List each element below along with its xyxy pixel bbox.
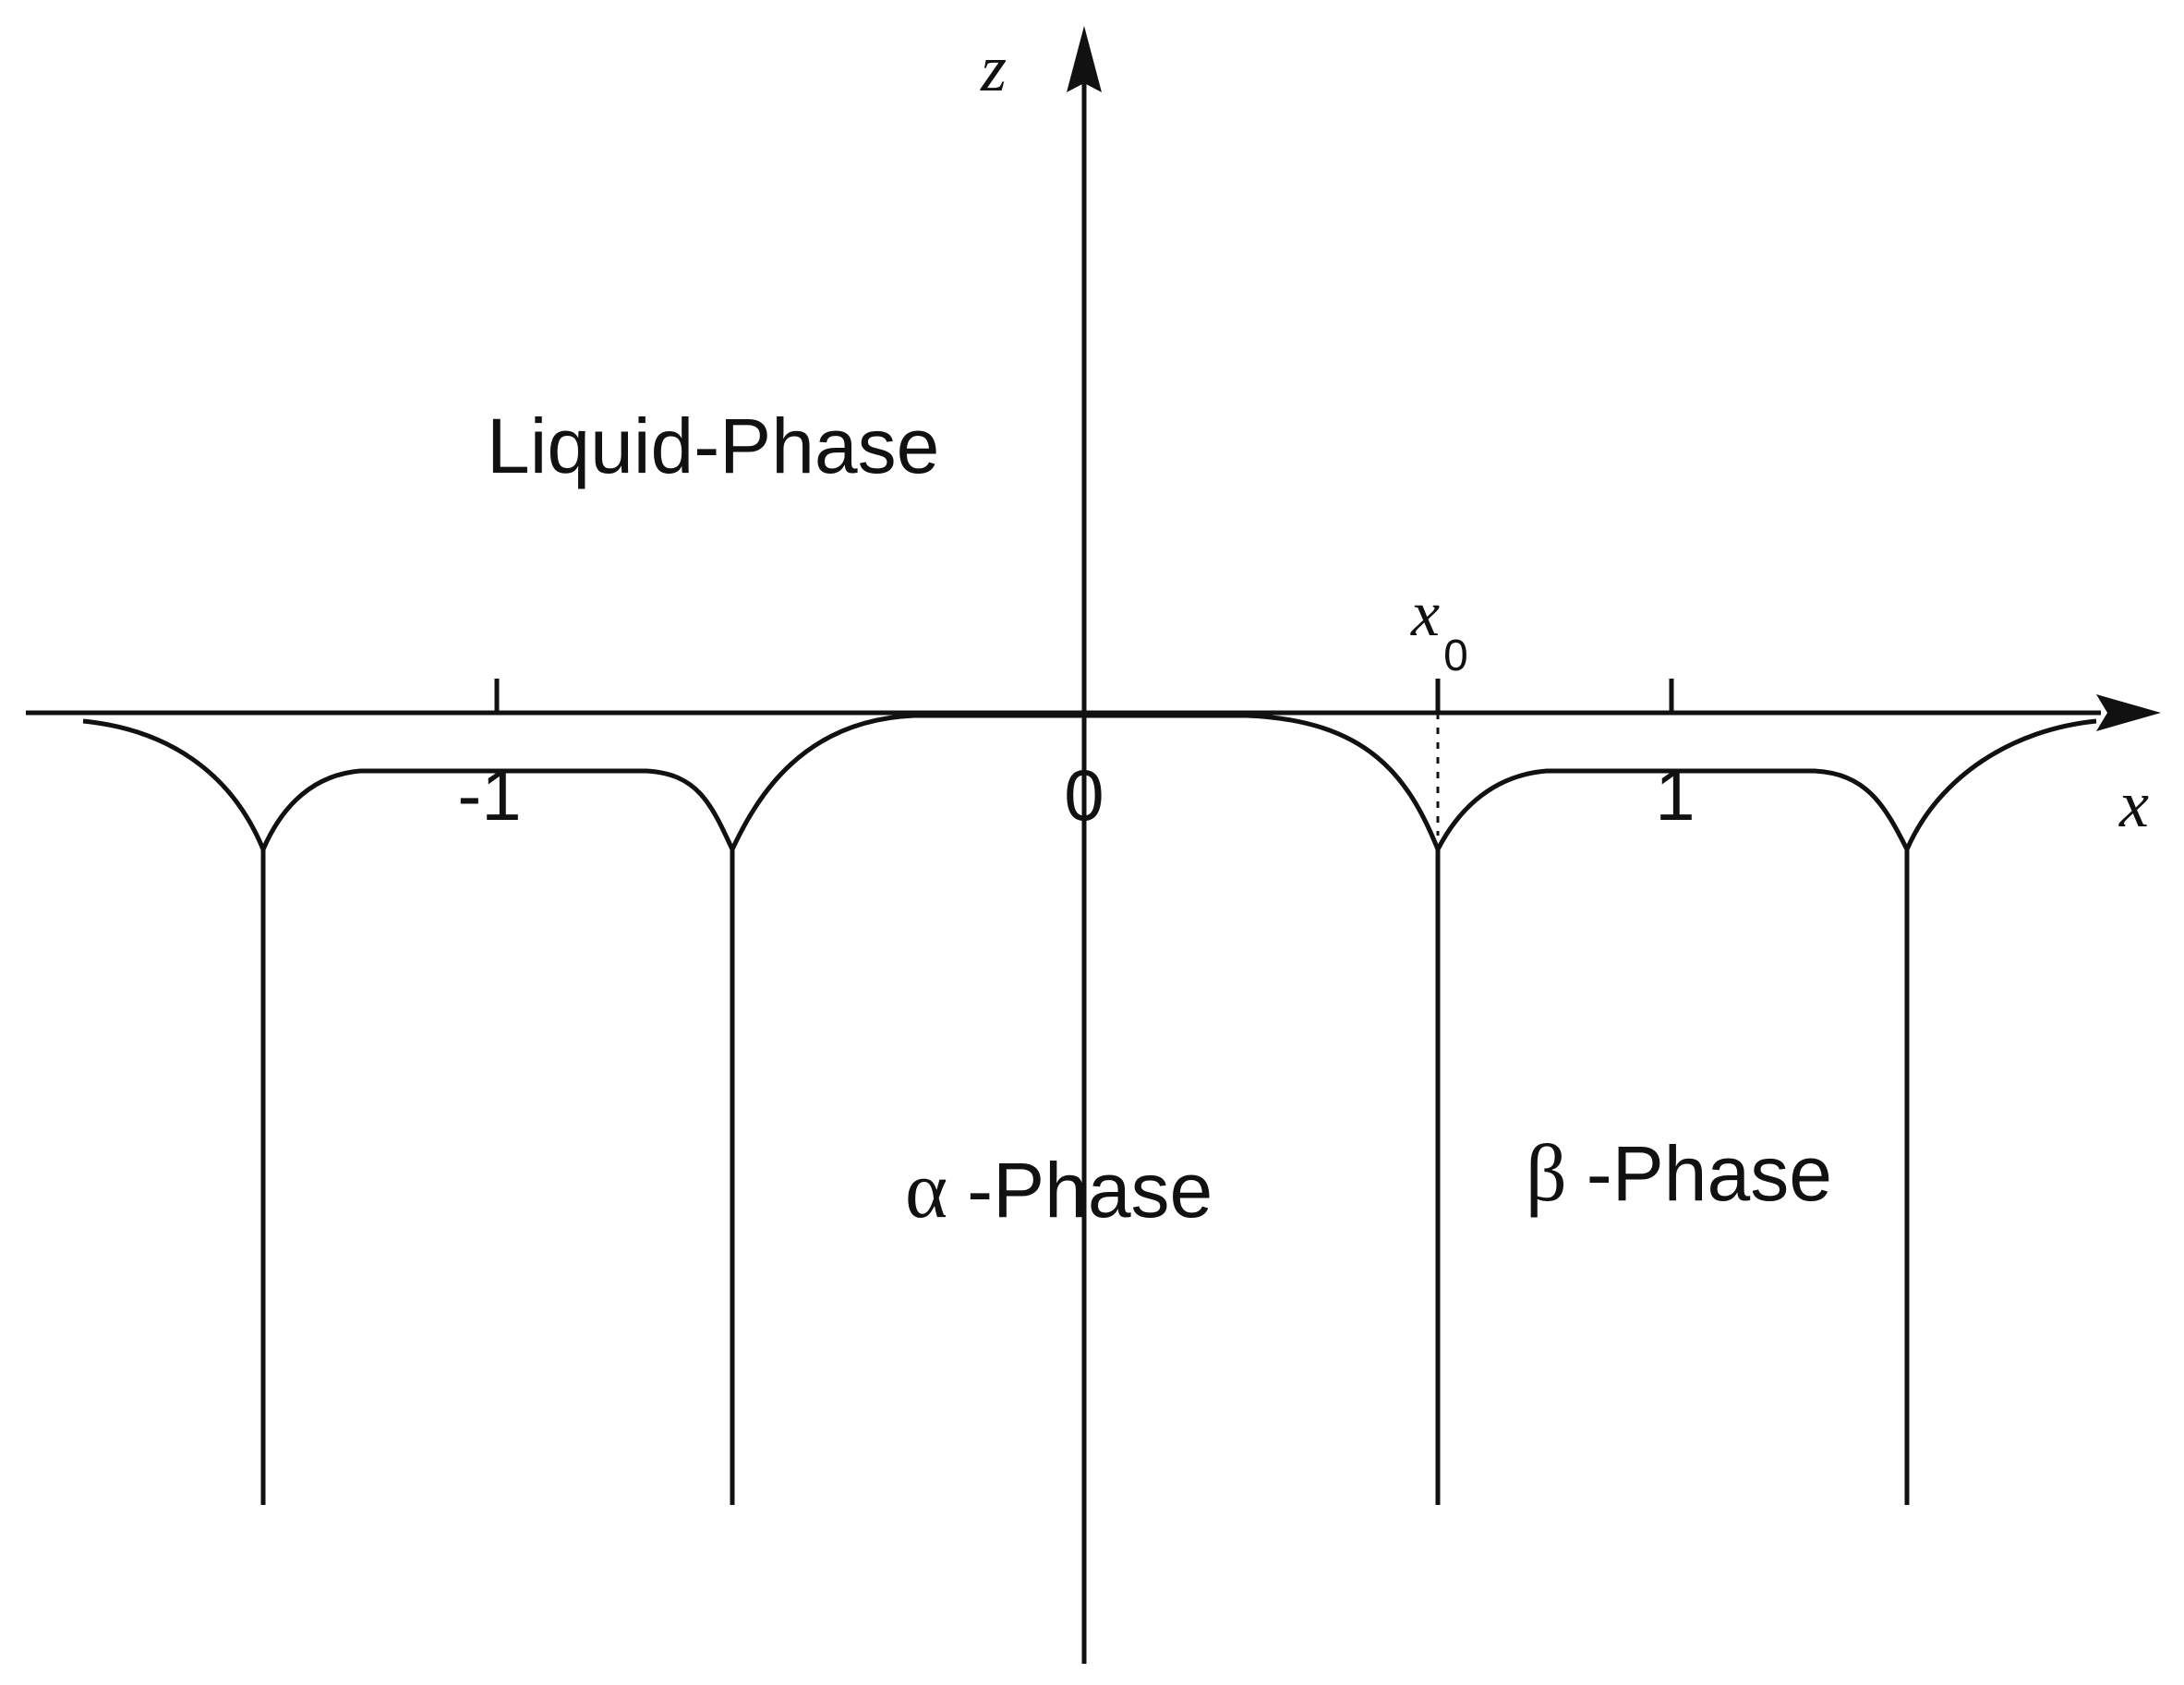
x0-symbol: x	[1410, 579, 1440, 650]
x-axis-arrowhead	[2096, 694, 2161, 731]
tick-label-zero: 0	[1064, 754, 1104, 836]
z-axis-label: z	[980, 31, 1007, 105]
interface-curve	[82, 713, 2097, 852]
beta-phase-text: -Phase	[1587, 1130, 1832, 1217]
tick-label-minus-one: -1	[457, 754, 521, 836]
alpha-phase-label: α -Phase	[905, 1146, 1213, 1235]
x-axis-label: x	[2118, 767, 2149, 841]
beta-symbol: β	[1526, 1129, 1567, 1219]
alpha-symbol: α	[905, 1146, 947, 1235]
x0-label: x 0	[1410, 579, 1468, 680]
alpha-phase-text: -Phase	[967, 1147, 1213, 1234]
x0-subscript: 0	[1443, 632, 1468, 680]
z-axis-arrowhead	[1067, 26, 1102, 92]
tick-label-one: 1	[1655, 754, 1695, 836]
beta-phase-label: β -Phase	[1526, 1129, 1832, 1219]
liquid-phase-label: Liquid-Phase	[487, 403, 939, 489]
